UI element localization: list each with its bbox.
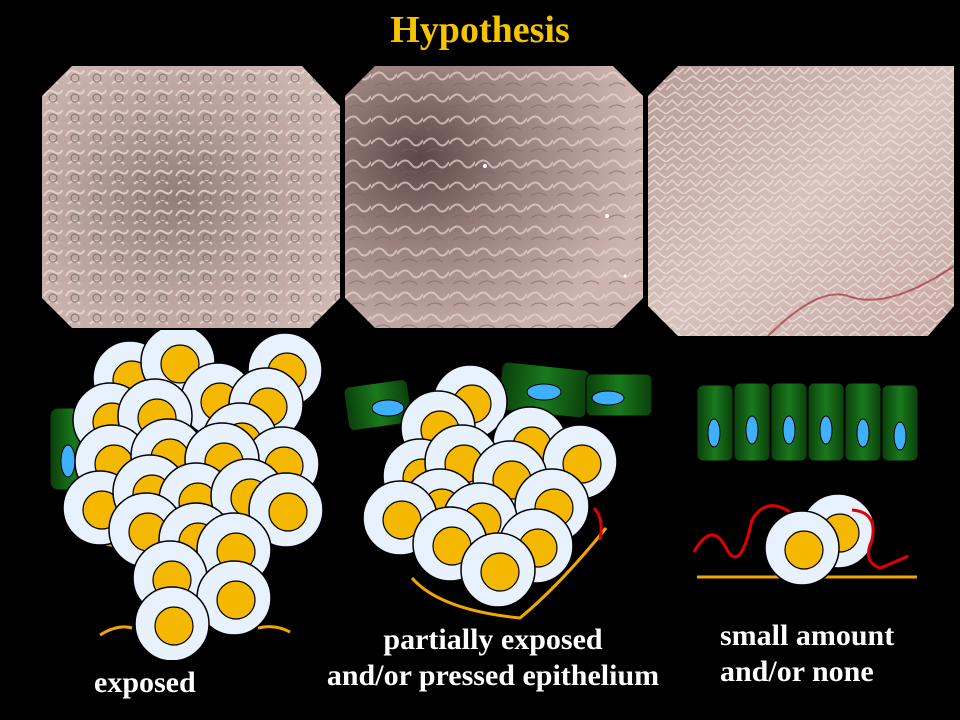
endoscopy-photo-exposed [42, 66, 340, 328]
epithelium-row [696, 382, 919, 462]
caption-partial-line2: and/or pressed epithelium [326, 659, 660, 692]
endoscopy-photo-partial [345, 66, 643, 328]
endoscopy-photo-icon [648, 66, 954, 336]
caption-small-line2: and/or none [720, 655, 874, 688]
caption-small-line1: small amount [720, 619, 895, 652]
cell-diagram [49, 330, 919, 660]
endoscopy-photo-icon [42, 66, 340, 328]
exposed-diagram [49, 330, 324, 660]
caption-exposed: exposed [94, 665, 196, 701]
caption-partial: partially exposed and/or pressed epithel… [300, 622, 686, 694]
endoscopy-photo-icon [345, 66, 643, 328]
caption-exposed-text: exposed [94, 666, 196, 699]
partial-diagram [343, 361, 653, 620]
page-title: Hypothesis [390, 9, 570, 51]
endoscopy-photo-none [648, 66, 954, 336]
none-diagram [692, 382, 919, 586]
caption-partial-line1: partially exposed [383, 623, 603, 656]
caption-small: small amount and/or none [720, 618, 894, 690]
